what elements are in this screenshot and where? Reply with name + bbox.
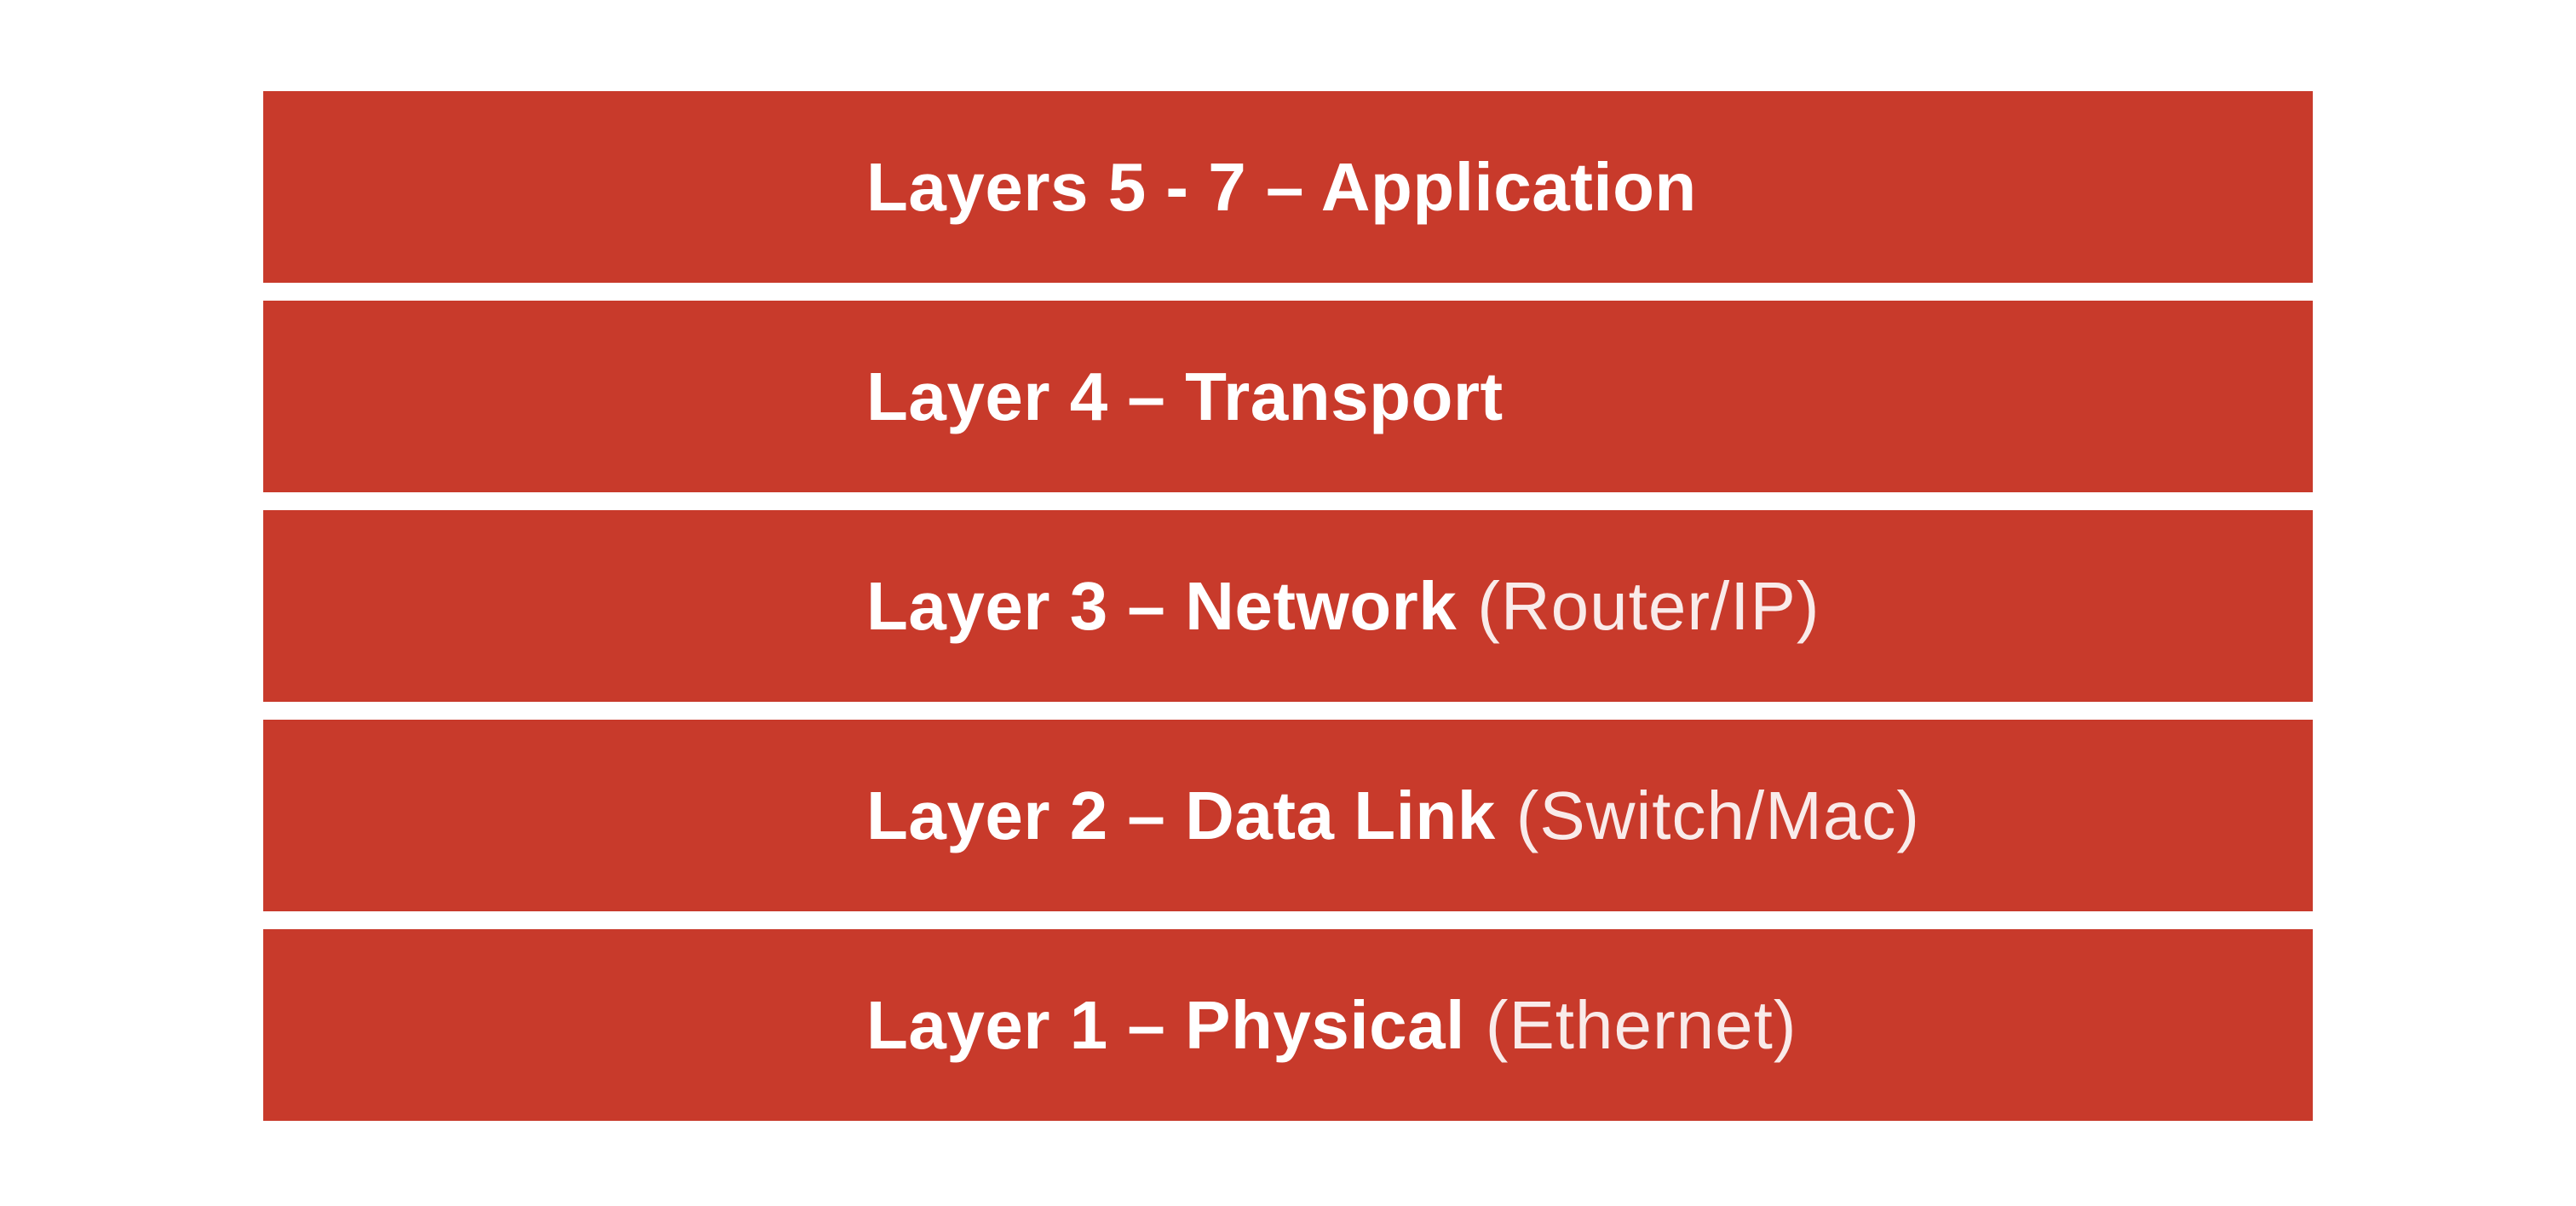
osi-layer-stack: Layers 5 - 7 – Application Layer 4 – Tra…	[263, 91, 2313, 1121]
layer-label: Layer 1 – Physical	[866, 986, 1465, 1063]
layer-bar-data-link: Layer 2 – Data Link (Switch/Mac)	[263, 720, 2313, 911]
layer-label: Layer 2 – Data Link	[866, 777, 1496, 853]
layer-label: Layer 4 – Transport	[866, 358, 1504, 434]
layer-bar-network: Layer 3 – Network (Router/IP)	[263, 510, 2313, 702]
layer-label: Layer 3 – Network	[866, 567, 1458, 644]
layer-label: Layers 5 - 7 – Application	[866, 148, 1697, 225]
layer-bar-physical: Layer 1 – Physical (Ethernet)	[263, 929, 2313, 1121]
layer-label-detail: (Switch/Mac)	[1515, 777, 1920, 853]
layer-bar-transport: Layer 4 – Transport	[263, 301, 2313, 492]
layer-bar-application: Layers 5 - 7 – Application	[263, 91, 2313, 283]
layer-label-detail: (Ethernet)	[1485, 986, 1797, 1063]
layer-label-detail: (Router/IP)	[1477, 567, 1820, 644]
